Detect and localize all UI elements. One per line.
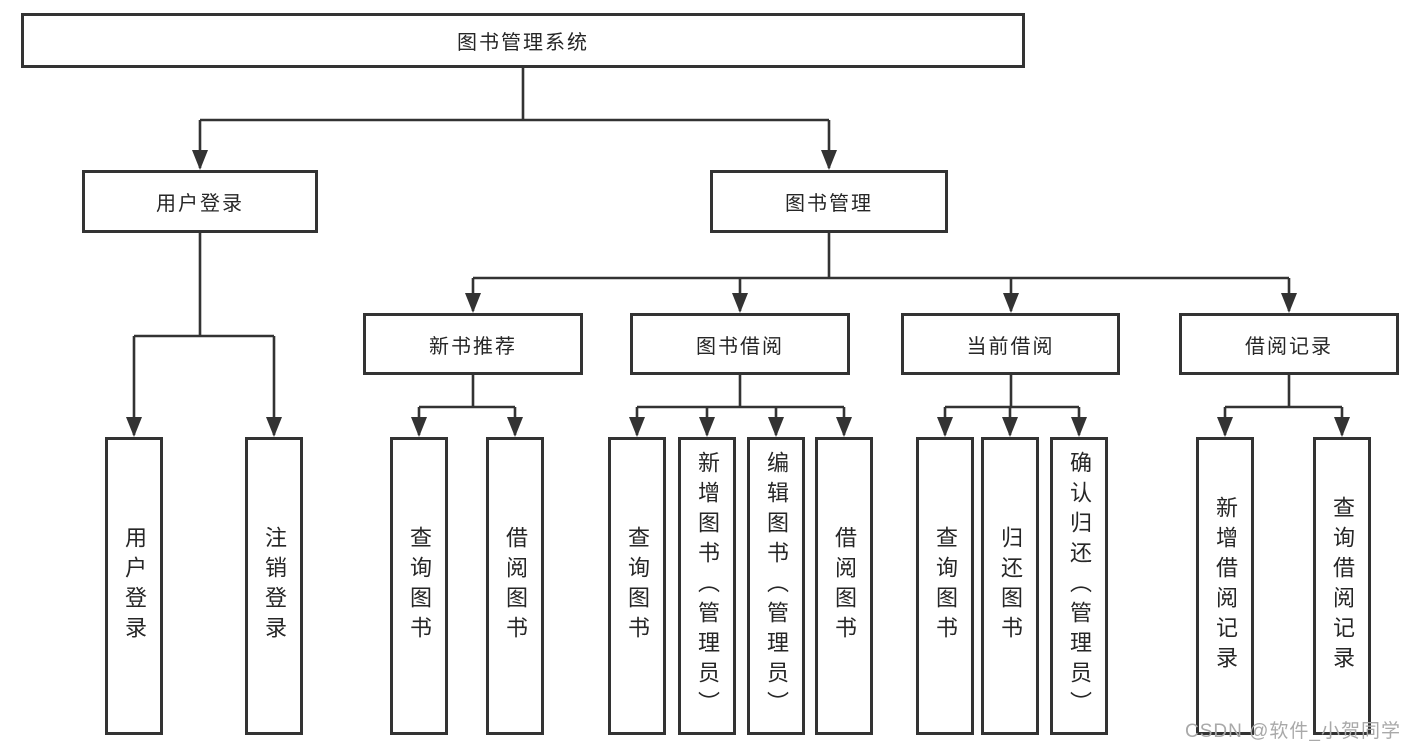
arrowhead-icon [507,417,523,437]
node-root-label: 图书管理系统 [457,32,589,54]
node-book-borrowing: 图书借阅 [630,313,850,375]
leaf-borrowing-add-books: 新增图书（管理员） [678,437,736,735]
arrowhead-icon [465,293,481,313]
csdn-watermark: CSDN @软件_小贺同学 [1185,721,1401,742]
arrowhead-icon [629,417,645,437]
arrowhead-icon [1281,293,1297,313]
arrowhead-icon [192,150,208,170]
leaf-records-add-record: 新增借阅记录 [1196,437,1254,735]
node-current-borrowing-label: 当前借阅 [966,335,1055,358]
leaf-records-query-record: 查询借阅记录 [1313,437,1371,735]
leaf-recommend-query-books: 查询图书 [390,437,448,735]
arrowhead-icon [821,150,837,170]
arrowhead-icon [937,417,953,437]
leaf-user-login-label: 用户登录 [122,526,147,646]
leaf-current-query-books-label: 查询图书 [933,526,958,646]
leaf-current-confirm-return-label: 确认归还（管理员） [1067,451,1092,721]
leaf-borrowing-add-books-label: 新增图书（管理员） [695,451,720,721]
node-borrowing-records-label: 借阅记录 [1245,335,1333,358]
arrowhead-icon [1071,417,1087,437]
node-book-management-label: 图书管理 [785,193,873,215]
arrowhead-icon [411,417,427,437]
arrowhead-icon [1003,293,1019,313]
node-borrowing-records: 借阅记录 [1179,313,1399,375]
leaf-logout: 注销登录 [245,437,303,735]
leaf-borrowing-edit-books-label: 编辑图书（管理员） [764,451,789,721]
arrowhead-icon [126,417,142,437]
node-user-login-label: 用户登录 [156,193,244,215]
leaf-current-return-books: 归还图书 [981,437,1039,735]
arrowhead-icon [732,293,748,313]
arrowhead-icon [266,417,282,437]
leaf-borrowing-borrow-books-label: 借阅图书 [832,526,857,646]
leaf-borrowing-query-books-label: 查询图书 [625,526,650,646]
leaf-current-confirm-return: 确认归还（管理员） [1050,437,1108,735]
leaf-recommend-borrow-books: 借阅图书 [486,437,544,735]
node-book-management: 图书管理 [710,170,948,233]
leaf-borrowing-borrow-books: 借阅图书 [815,437,873,735]
node-book-borrowing-label: 图书借阅 [696,335,784,358]
leaf-current-return-books-label: 归还图书 [998,526,1023,646]
leaf-user-login: 用户登录 [105,437,163,735]
arrowhead-icon [836,417,852,437]
leaf-records-query-record-label: 查询借阅记录 [1330,496,1355,676]
leaf-recommend-query-books-label: 查询图书 [407,526,432,646]
arrowhead-icon [768,417,784,437]
leaf-borrowing-query-books: 查询图书 [608,437,666,735]
leaf-records-add-record-label: 新增借阅记录 [1213,496,1238,676]
leaf-recommend-borrow-books-label: 借阅图书 [503,526,528,646]
arrowhead-icon [1002,417,1018,437]
leaf-current-query-books: 查询图书 [916,437,974,735]
arrowhead-icon [1334,417,1350,437]
node-root: 图书管理系统 [21,13,1025,68]
leaf-logout-label: 注销登录 [262,526,287,646]
arrowhead-icon [699,417,715,437]
leaf-borrowing-edit-books: 编辑图书（管理员） [747,437,805,735]
node-new-book-recommend: 新书推荐 [363,313,583,375]
node-new-book-recommend-label: 新书推荐 [429,335,517,358]
node-current-borrowing: 当前借阅 [901,313,1120,375]
node-user-login: 用户登录 [82,170,318,233]
elbow-connectors [132,68,1344,435]
arrowhead-icon [1217,417,1233,437]
